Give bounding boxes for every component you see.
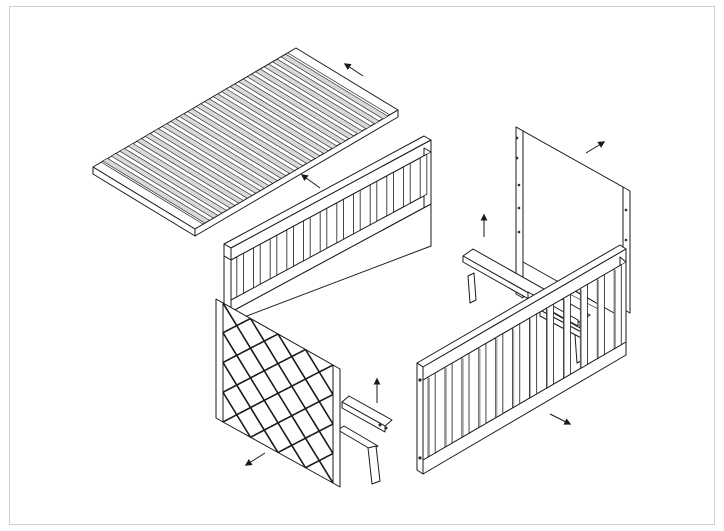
lattice-bar [222, 362, 279, 453]
lattice-bar [277, 423, 334, 454]
lattice-bar [222, 391, 252, 438]
panel-dowel-holes [515, 136, 628, 242]
rail-bar [319, 207, 328, 253]
rail-bar [286, 225, 294, 271]
bed-slat [195, 103, 304, 169]
slatted-bed-base [92, 47, 399, 237]
arrow-up-left [300, 174, 321, 189]
bed-slat [153, 128, 261, 194]
movement-arrows [244, 63, 606, 466]
lattice-bar [222, 364, 334, 423]
bed-slat [221, 88, 329, 154]
bed-slat [136, 138, 244, 204]
bed-slat [170, 118, 278, 184]
bed-slat [161, 123, 270, 189]
rail-bar [369, 180, 378, 226]
arrow-down-left [244, 452, 266, 466]
rail-bar [336, 198, 344, 244]
bed-slat [212, 93, 321, 159]
lattice-end-panel [215, 298, 341, 488]
bed-slat [255, 68, 363, 135]
bed-slat [110, 152, 219, 219]
bed-slat [246, 73, 355, 140]
front-side-rail [416, 244, 627, 475]
bed-slat [144, 133, 253, 199]
arrow-up-left [343, 63, 364, 77]
bed-slat [229, 83, 338, 150]
bed-slat [102, 157, 210, 224]
bed-slat [119, 148, 227, 214]
rail-bar [403, 162, 411, 208]
rail-bar [269, 234, 278, 280]
back-side-rail [223, 135, 432, 323]
bed-slat [127, 143, 236, 209]
rail-bar [236, 252, 244, 298]
rail-bar [303, 216, 311, 262]
rail-bar [353, 189, 361, 235]
rail-bar [253, 243, 261, 289]
rail-bar [419, 153, 428, 199]
bed-slat [263, 63, 372, 130]
bed-slat [187, 108, 295, 174]
left-base-frame [337, 395, 393, 485]
bed-slat [204, 98, 312, 164]
bed-slat [280, 53, 389, 120]
bed-slat [178, 113, 287, 179]
arrow-down-right [549, 413, 572, 425]
bed-slat [238, 78, 346, 145]
bed-slat [272, 58, 380, 125]
rail-bar [386, 171, 394, 217]
lattice-bar [305, 452, 334, 469]
arrow-up-right [585, 141, 606, 154]
